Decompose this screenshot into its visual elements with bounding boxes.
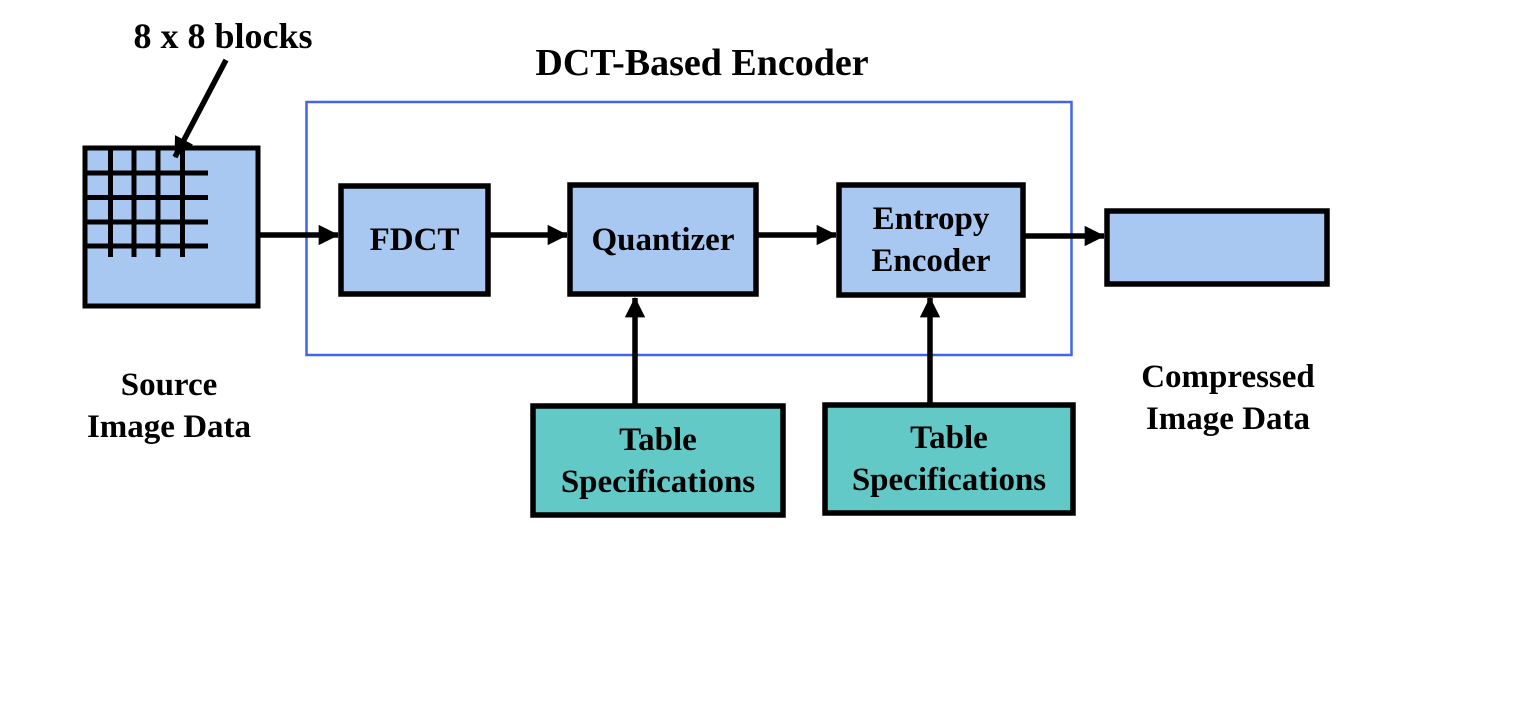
- entropy-encoder-box: [836, 182, 1026, 298]
- table-spec-left-box: [530, 403, 786, 518]
- 8x8-grid-lines: [87, 150, 208, 257]
- table-spec-right-box: [822, 402, 1076, 516]
- fdct-box: [338, 183, 491, 297]
- flow-arrows: [172, 58, 1106, 406]
- arrow-8x8-annotation: [172, 58, 229, 159]
- compressed-output-box: [1104, 208, 1330, 287]
- quantizer-box: [567, 182, 759, 297]
- encoder-boundary-frame: [305, 100, 1073, 357]
